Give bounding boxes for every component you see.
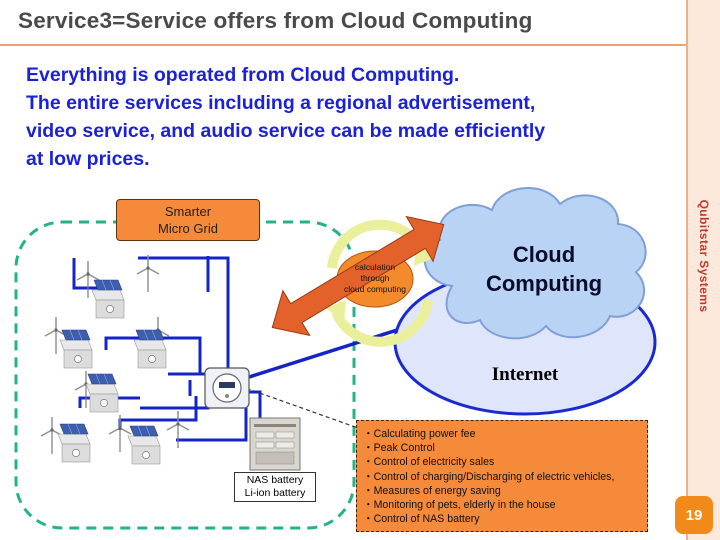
cycle-arrowhead-icon xyxy=(326,300,346,322)
nas-battery-cabinet-icon xyxy=(249,417,301,471)
cloud-label-line-2: Computing xyxy=(485,271,603,296)
nas-line-2: Li-ion battery xyxy=(244,487,306,499)
double-arrow-icon xyxy=(271,215,445,337)
intro-line-3: video service, and audio service can be … xyxy=(26,120,546,142)
intro-line-4: at low prices. xyxy=(26,148,150,170)
internet-label: Internet xyxy=(491,364,559,385)
cloud-label-line-1: Cloud xyxy=(512,242,576,267)
cycle-arrow-icon xyxy=(331,299,433,347)
intro-line-2: The entire services including a regional… xyxy=(26,92,536,114)
intro-text: Everything is operated from Cloud Comput… xyxy=(26,61,676,173)
calc-line-2: through xyxy=(360,273,390,283)
nas-line-1: NAS battery xyxy=(246,474,304,486)
service-item: Calculating power fee xyxy=(363,427,641,441)
smart-grid-line-1: Smarter xyxy=(164,204,212,219)
calc-line-1: calculation xyxy=(354,262,396,272)
service-item: Control of electricity sales xyxy=(363,455,641,469)
page-number-badge: 19 xyxy=(675,496,713,534)
cloud-shape xyxy=(423,187,647,340)
services-box: Calculating power fee Peak Control Contr… xyxy=(356,420,648,532)
nas-battery-label: NAS battery Li-ion battery xyxy=(234,472,316,502)
services-list: Calculating power fee Peak Control Contr… xyxy=(363,427,641,526)
cloud-computing-label: Cloud Computing xyxy=(464,240,624,298)
slide-title: Service3=Service offers from Cloud Compu… xyxy=(18,8,533,33)
calc-line-3: cloud computing xyxy=(344,284,406,294)
service-item: Peak Control xyxy=(363,441,641,455)
service-item: Measures of energy saving xyxy=(363,484,641,498)
title-underline xyxy=(0,44,686,46)
service-item: Control of charging/Discharging of elect… xyxy=(363,470,641,484)
smart-meter-icon xyxy=(204,367,250,409)
calculation-label: calculation through cloud computing xyxy=(338,262,412,295)
house-with-solar-panel-icon xyxy=(57,279,167,465)
right-band-border xyxy=(686,0,688,540)
service-item: Monitoring of pets, elderly in the house xyxy=(363,498,641,512)
intro-line-1: Everything is operated from Cloud Comput… xyxy=(26,64,460,86)
service-item: Control of NAS battery xyxy=(363,512,641,526)
right-decorative-band xyxy=(688,0,720,540)
smarter-micro-grid-box: Smarter Micro Grid xyxy=(116,199,260,241)
smart-grid-line-2: Micro Grid xyxy=(158,221,218,236)
